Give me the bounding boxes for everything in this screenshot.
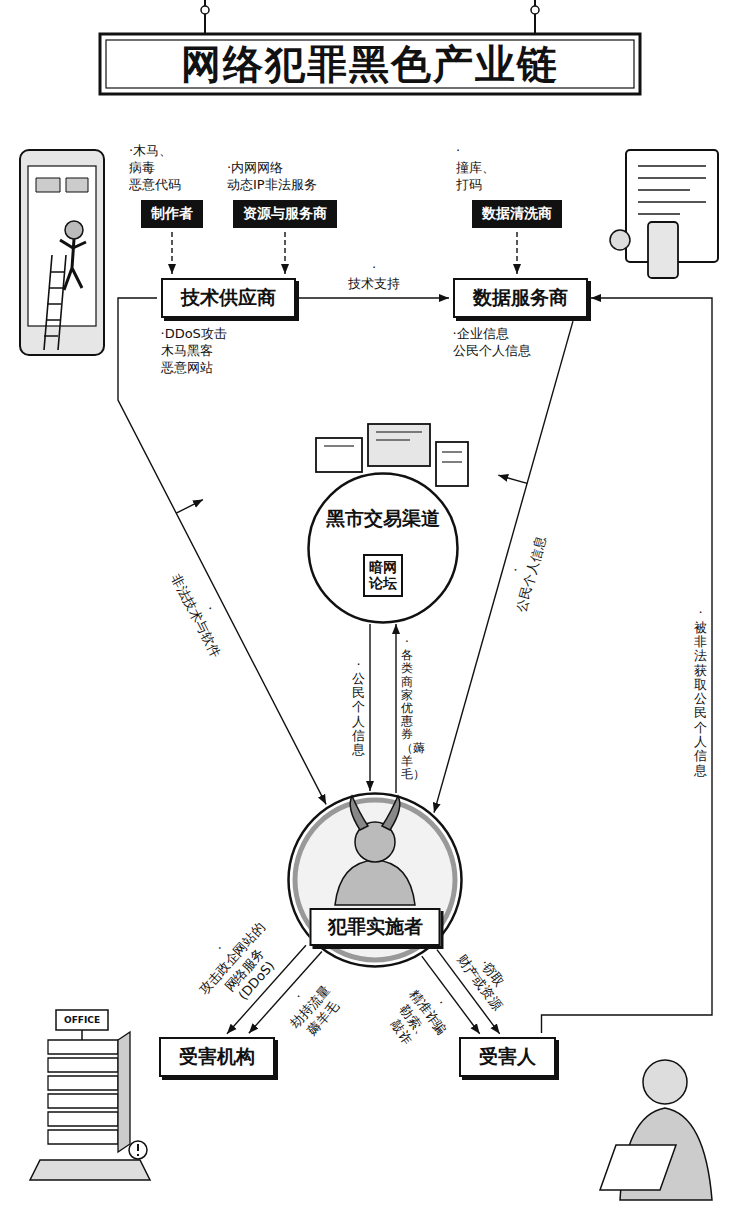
- edge-label: ·各类商家优惠券（薅羊毛）: [401, 636, 413, 781]
- box-label: 制作者: [141, 200, 203, 228]
- item-note: ·撞库、打码: [456, 143, 495, 194]
- box-label: 资源与服务商: [233, 200, 337, 228]
- branch-arrow: [176, 500, 203, 514]
- box-label: 犯罪实施者: [310, 908, 441, 946]
- screen-lines: [324, 432, 462, 462]
- item-note: ·内网网络 动态IP非法服务: [227, 160, 317, 194]
- building-side: [118, 1032, 130, 1152]
- edge-label: ·技术支持: [346, 260, 402, 293]
- hanging-cord: [205, 0, 535, 34]
- box-label: 受害机构: [159, 1037, 275, 1077]
- building-base: [30, 1160, 150, 1180]
- alert-icon: [129, 1141, 147, 1159]
- flow-arrow: [284, 232, 285, 274]
- box-label: 数据清洗商: [472, 200, 562, 228]
- circle-outline: [307, 472, 459, 624]
- criminal-circle: 犯罪实施者: [287, 792, 463, 968]
- devil-body: [335, 860, 415, 905]
- flow-arrow: [369, 624, 370, 791]
- cord-ring: [201, 6, 209, 14]
- black-market-circle: 黑市交易渠道暗网论坛: [307, 472, 459, 624]
- edge-label: ·公民个人信息: [352, 658, 365, 758]
- flow-arrow: [516, 232, 517, 274]
- flow-arrow: [542, 298, 713, 1033]
- edge-label: ·被非法获取公民个人信息: [694, 606, 707, 778]
- office-building: [48, 1040, 118, 1144]
- cord-ring: [531, 6, 539, 14]
- branch-arrow: [498, 475, 527, 483]
- node-circle: [289, 794, 462, 967]
- laptop-icon: [600, 1145, 676, 1190]
- data-blob: [610, 230, 630, 250]
- sign-pole: [81, 1030, 83, 1040]
- phone-icon: [648, 222, 678, 278]
- server-icon: [436, 442, 468, 486]
- office-sign: [56, 1010, 108, 1030]
- edge-label: ·精准诈骗 勒索、敲诈: [378, 975, 464, 1059]
- dark-web-box: 暗网论坛: [363, 554, 403, 596]
- diagram-title: 网络犯罪黑色产业链: [181, 37, 559, 92]
- devil-horns: [350, 796, 400, 830]
- computer-icon: [368, 424, 430, 466]
- edge-label: ·非法技术与软件: [167, 562, 239, 661]
- flow-arrow: [395, 624, 396, 793]
- tech-supplier-box: 技术供应商·DDoS攻击 木马黑客 恶意网站: [161, 278, 296, 318]
- item-note: ·木马、病毒 恶意代码: [129, 143, 181, 194]
- computer-icon: [316, 438, 362, 472]
- item-note: ·DDoS攻击 木马黑客 恶意网站: [161, 326, 227, 377]
- sign-text: OFFICE: [64, 1015, 100, 1025]
- document-lines: [638, 166, 706, 214]
- box-label: 受害人: [459, 1037, 556, 1077]
- hacker-figure: [65, 221, 83, 239]
- flow-arrow: [118, 298, 326, 804]
- victim-box: 受害人: [459, 1037, 556, 1077]
- flow-arrow: [171, 232, 172, 274]
- phone-icon: [20, 150, 104, 355]
- data-service-box: 数据服务商·企业信息 公民个人信息: [453, 278, 588, 318]
- circle-label: 黑市交易渠道: [326, 506, 440, 532]
- box-label: 暗网论坛: [363, 554, 403, 596]
- ladder: [44, 255, 66, 350]
- item-note: ·企业信息 公民个人信息: [453, 326, 531, 360]
- producer-box: ·木马、病毒 恶意代码制作者: [141, 200, 203, 228]
- edge-label: ·攻击政企网站的 网络服务(DDoS): [183, 908, 295, 1022]
- victim-head: [643, 1060, 687, 1104]
- box-label: 数据服务商: [453, 278, 588, 318]
- provider-box: ·内网网络 动态IP非法服务资源与服务商: [233, 200, 337, 228]
- title-banner: [100, 34, 640, 94]
- edge-label: ·劫持流量 薅羊毛: [274, 971, 348, 1045]
- alert-mark: [137, 1144, 139, 1156]
- edge-label: ·公民个人信息: [497, 529, 551, 617]
- cleaner-box: ·撞库、打码数据清洗商: [472, 200, 562, 228]
- criminal-ring: [295, 800, 455, 960]
- app-icon: [36, 178, 88, 192]
- victim-org-box: 受害机构: [159, 1037, 275, 1077]
- box-label: 技术供应商: [161, 278, 296, 318]
- edge-label: ·窃取 财产或资源: [452, 941, 519, 1016]
- node-circle: [309, 474, 458, 623]
- flow-arrow: [299, 297, 449, 298]
